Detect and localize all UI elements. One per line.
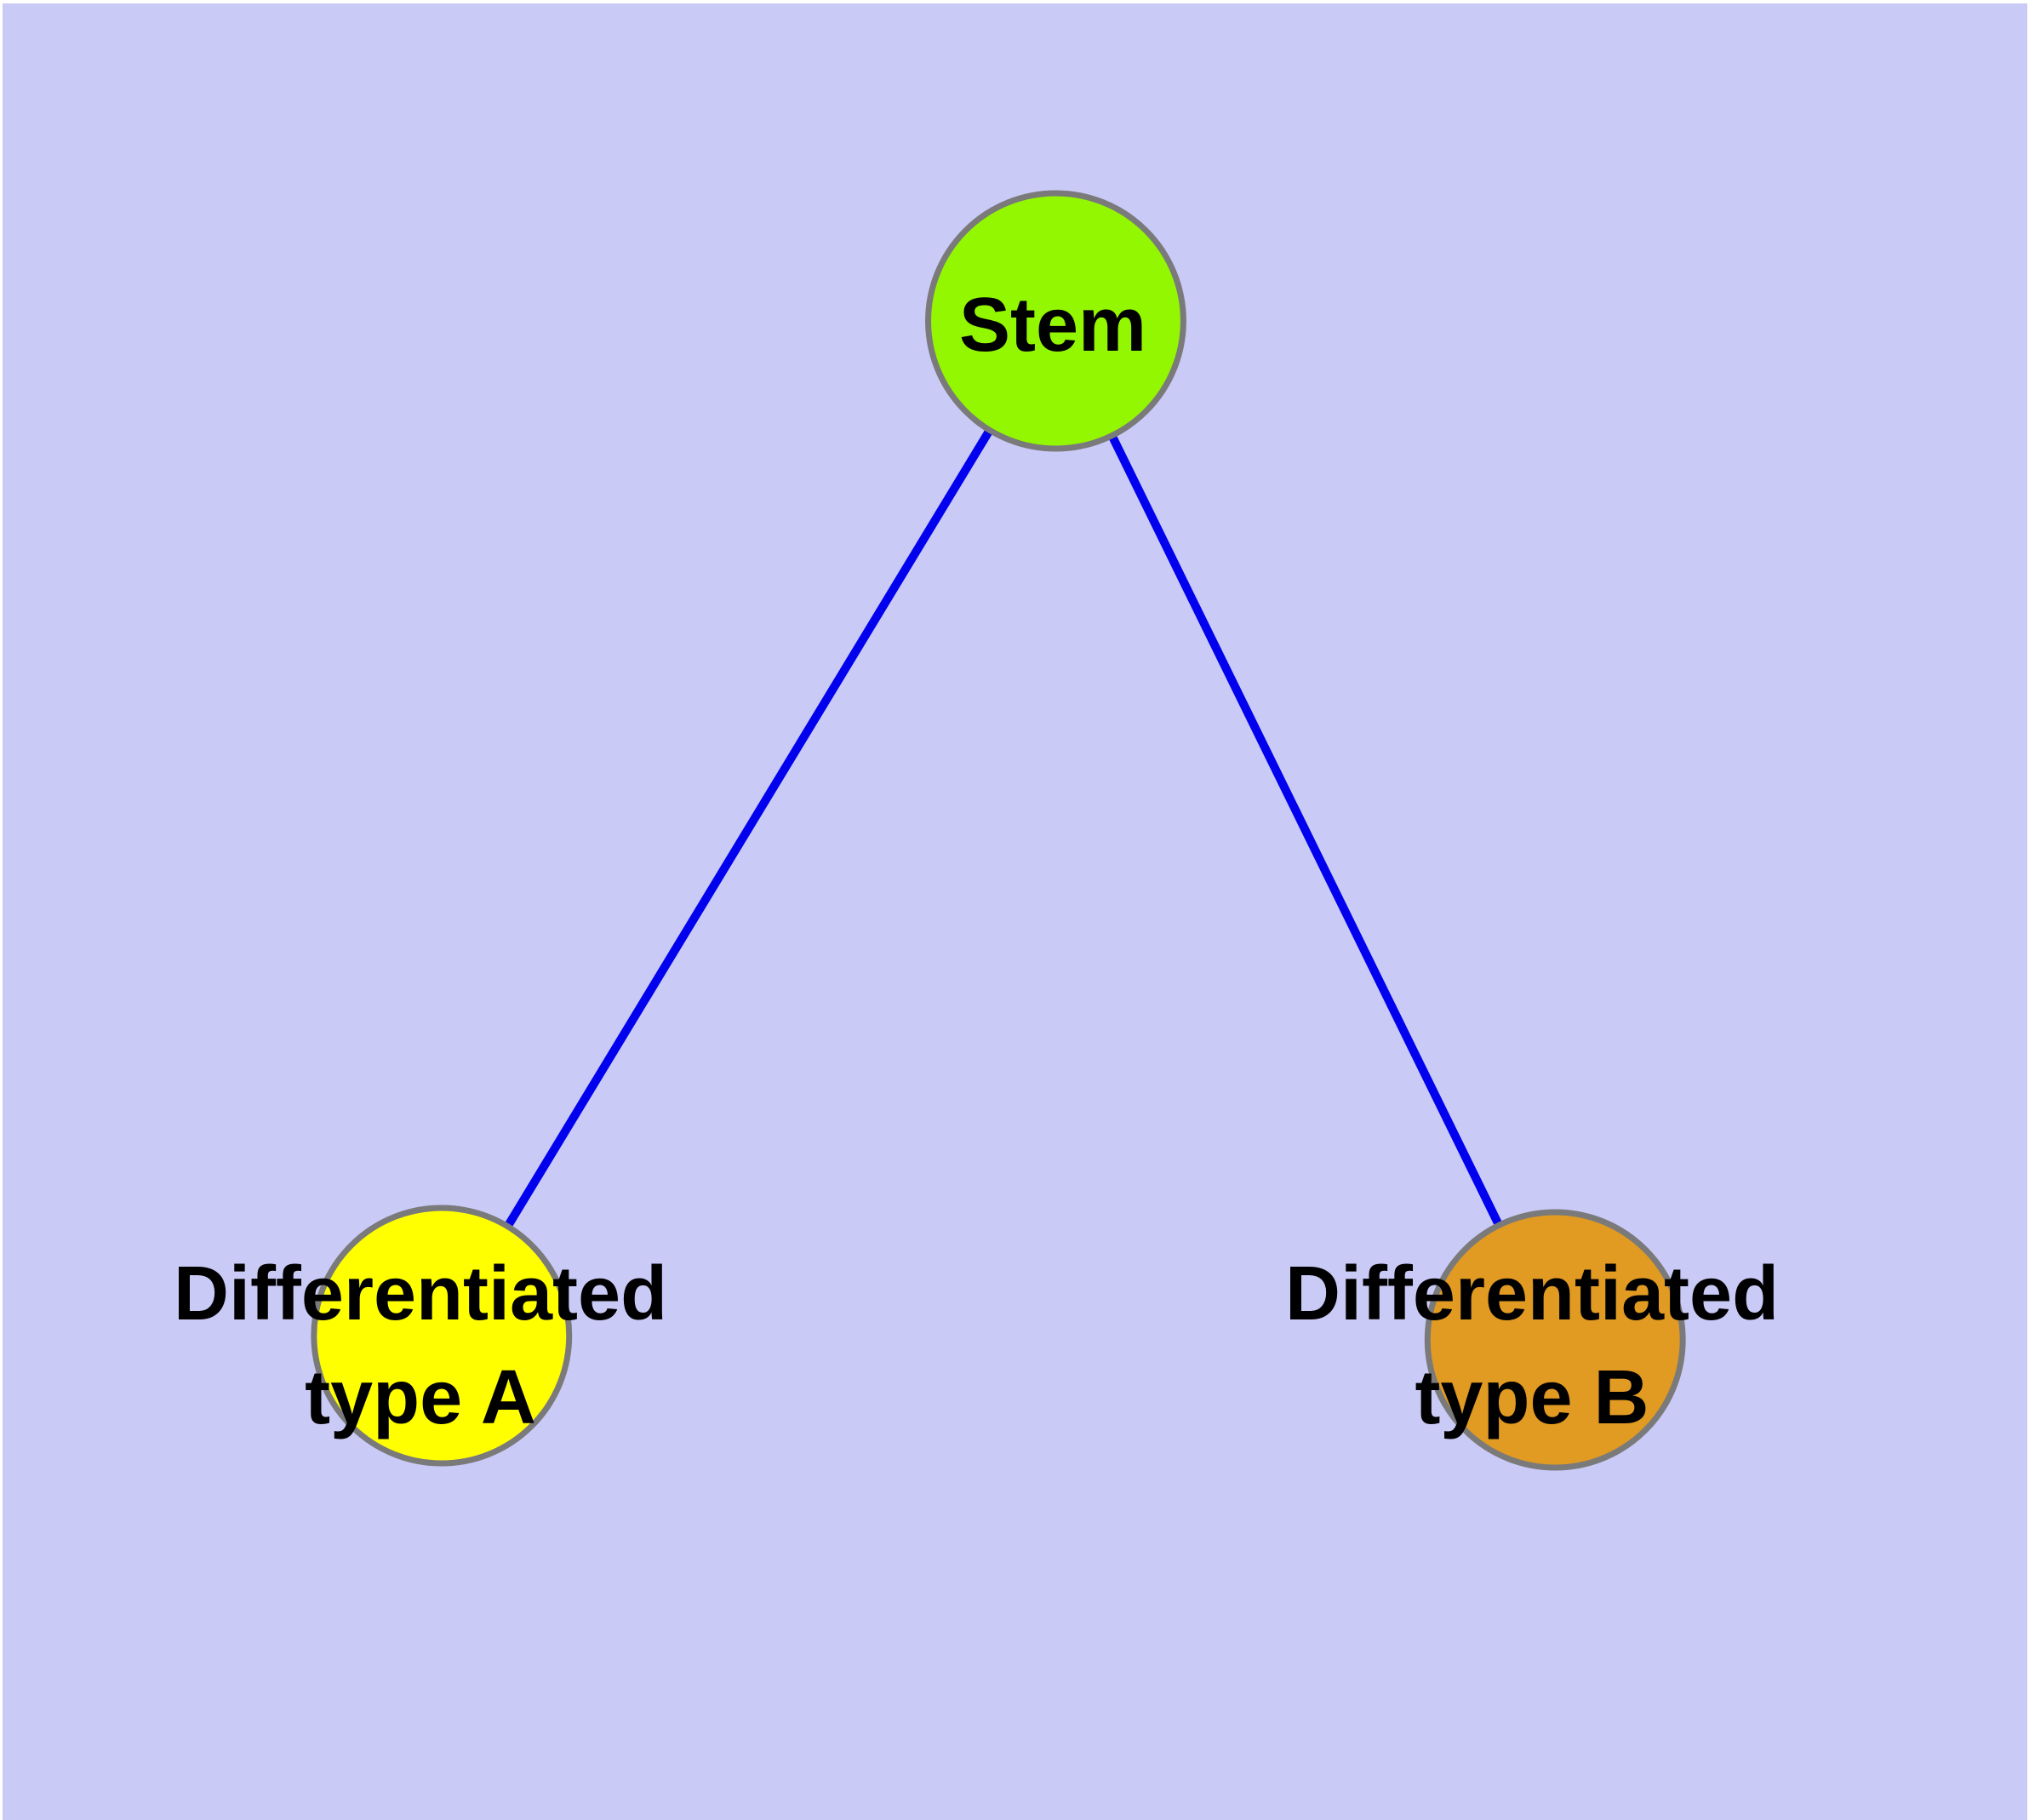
graph-svg <box>3 3 2027 1820</box>
node-stem-label-text: Stem <box>958 283 1147 368</box>
node-type-b-circle <box>1424 1209 1686 1471</box>
edge-stem-to-type-a <box>437 318 1060 1338</box>
node-type-b-label-line2: type B <box>1415 1355 1649 1440</box>
node-type-a-label-line1: Differentiated <box>173 1251 668 1336</box>
node-type-a-label: Differentiated type A <box>174 1242 667 1450</box>
node-stem-label: Stem <box>959 283 1146 368</box>
node-type-b-label-line1: Differentiated <box>1284 1251 1780 1336</box>
node-type-a-label-line2: type A <box>305 1355 536 1440</box>
node-stem-circle <box>925 190 1186 452</box>
node-type-a-circle <box>311 1205 573 1467</box>
node-type-b-label: Differentiated type B <box>1285 1242 1779 1450</box>
diagram-canvas: Stem Differentiated type A Differentiate… <box>3 3 2027 1820</box>
edge-stem-to-type-b <box>1051 318 1559 1342</box>
